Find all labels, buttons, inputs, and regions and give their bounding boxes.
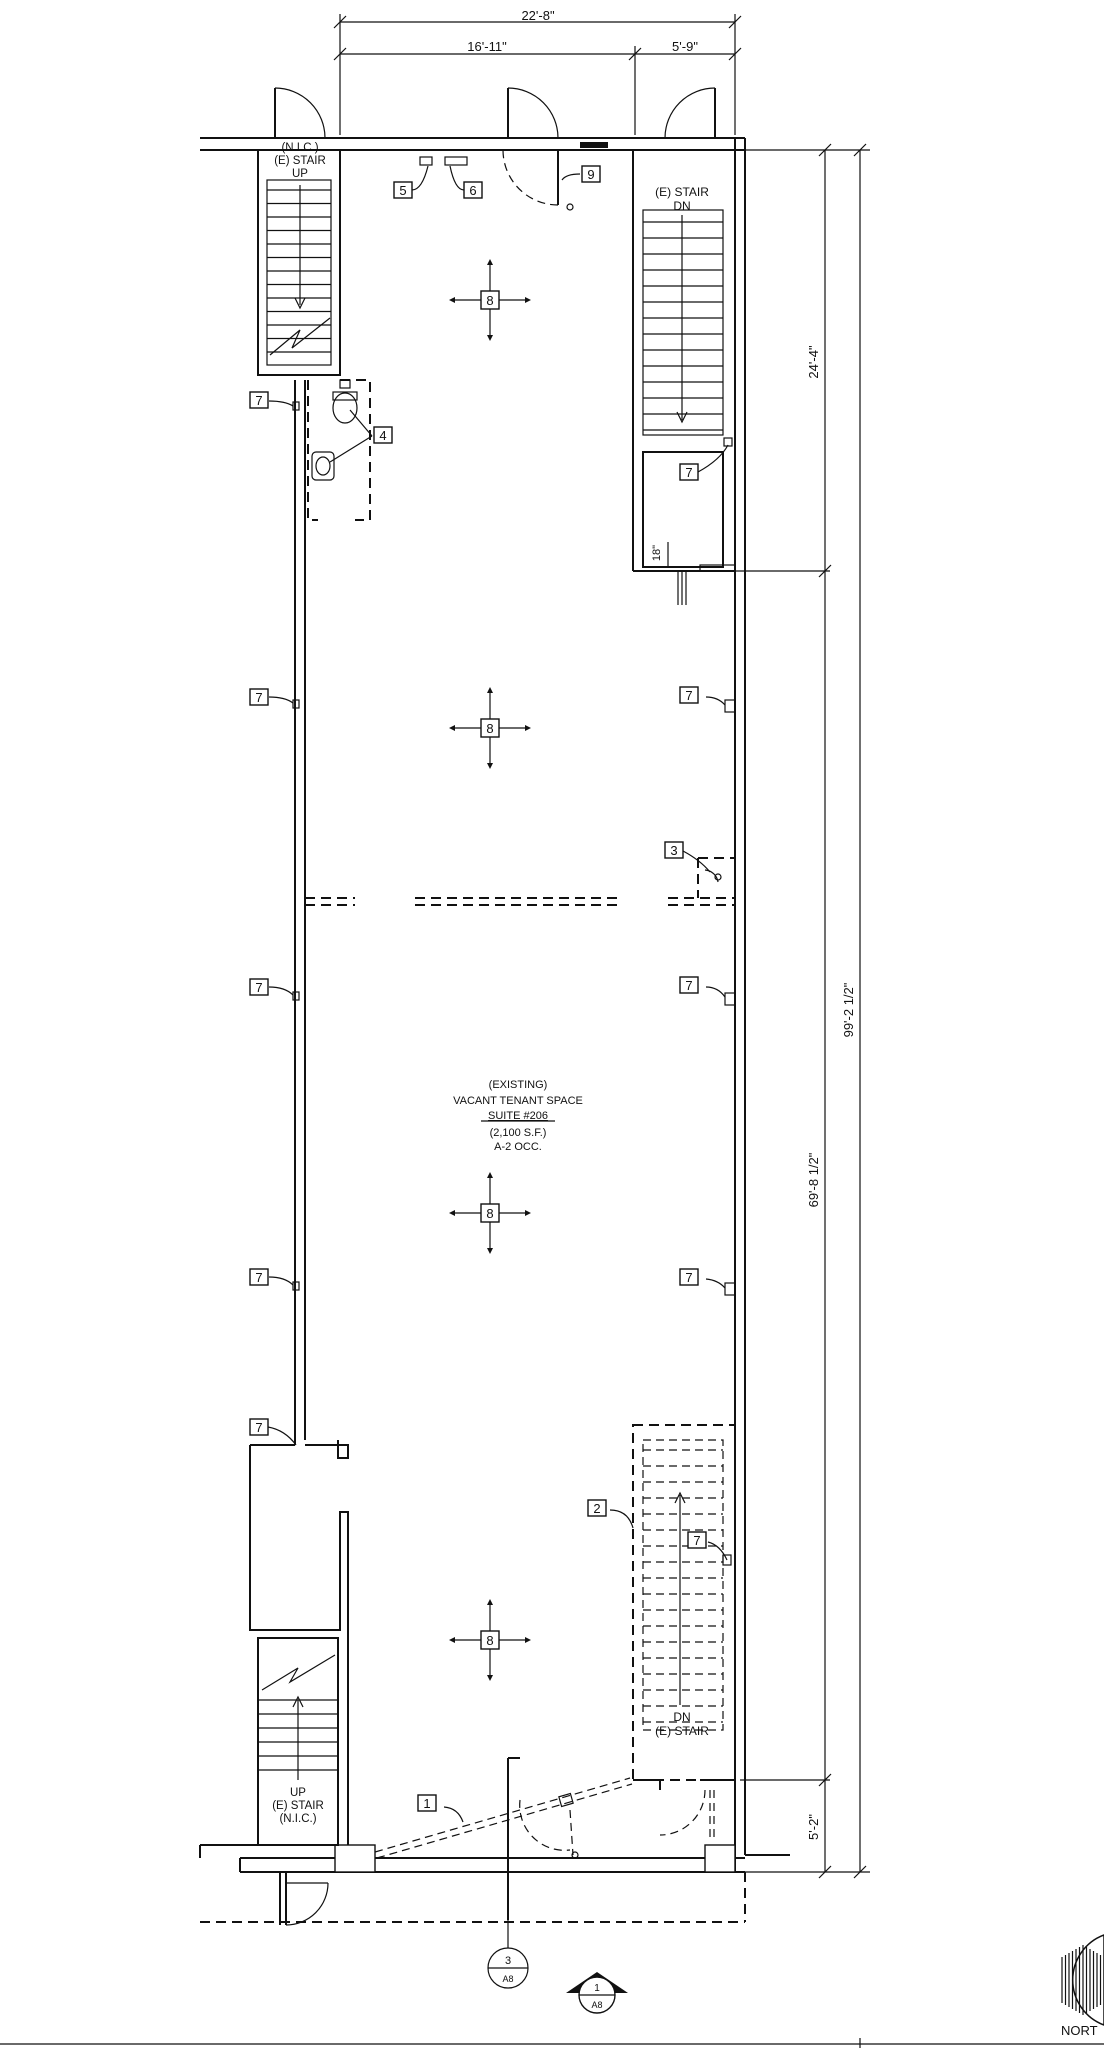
space-label-occupancy: A-2 OCC. — [494, 1141, 542, 1153]
space-label-area: (2,100 S.F.) — [490, 1127, 547, 1139]
dim-right-width: 5'-9" — [672, 39, 698, 54]
ceiling-fixture: 8 — [449, 259, 531, 341]
space-label-suite: SUITE #206 — [488, 1110, 548, 1122]
stair-top-left: (N.I.C.) (E) STAIR UP — [257, 142, 341, 376]
elevation-marker: 1 A8 — [566, 1972, 628, 2014]
svg-text:7: 7 — [255, 1420, 262, 1435]
ceiling-fixture: 8 — [449, 1172, 531, 1254]
svg-text:7: 7 — [693, 1533, 700, 1548]
keynote-tag-7: 7 — [679, 686, 699, 704]
entry-door — [374, 1757, 633, 1920]
keynote-tag-5: 5 — [393, 181, 413, 199]
svg-text:4: 4 — [379, 428, 386, 443]
keynote-tag-8: 8 — [486, 721, 493, 736]
restroom-fixtures — [307, 379, 371, 521]
stair-tl-line3: UP — [292, 168, 308, 180]
keynote-tag-7: 7 — [679, 1268, 699, 1286]
svg-text:7: 7 — [255, 1270, 262, 1285]
stair-bottom-left: UP (E) STAIR (N.I.C.) — [249, 1440, 349, 1926]
svg-text:7: 7 — [685, 465, 692, 480]
keynote-tag-8: 8 — [486, 1633, 493, 1648]
svg-text:7: 7 — [685, 978, 692, 993]
svg-text:1: 1 — [423, 1796, 430, 1811]
north-arrow-icon: NORT — [1061, 1934, 1104, 2038]
space-label: (EXISTING) VACANT TENANT SPACE SUITE #20… — [453, 1079, 583, 1153]
top-doors — [274, 87, 716, 211]
ceiling-fixture: 8 — [449, 687, 531, 769]
dim-lower-depth: 5'-2" — [806, 1814, 821, 1840]
space-label-existing: (EXISTING) — [489, 1079, 548, 1091]
svg-text:7: 7 — [255, 690, 262, 705]
dim-main-depth: 69'-8 1/2" — [806, 1152, 821, 1207]
keynote-tag-4: 4 — [373, 426, 393, 444]
right-dimensions: 24'-4" 69'-8 1/2" 99'-2 1/2" 5'-2" — [700, 143, 870, 1879]
keynote-tag-7: 7 — [249, 1268, 269, 1286]
stair-bl-line1: UP — [290, 1787, 306, 1799]
top-dimensions: 22'-8" 16'-11" 5'-9" — [333, 8, 742, 135]
keynote-tag-7: 7 — [679, 976, 699, 994]
elevation-marker-sheet: A8 — [591, 2000, 602, 2010]
keynote-tag-7: 7 — [249, 391, 269, 409]
space-label-title: VACANT TENANT SPACE — [453, 1095, 583, 1107]
keynote-tag-1: 1 — [417, 1794, 437, 1812]
stair-br-line1: DN — [673, 1710, 690, 1724]
stair-tl-line2: (E) STAIR — [274, 155, 326, 167]
ceiling-fixtures: 8 8 8 8 — [449, 259, 531, 1681]
keynote-tag-8: 8 — [486, 1206, 493, 1221]
svg-text:7: 7 — [685, 688, 692, 703]
north-label: NORT — [1061, 2023, 1098, 2038]
keynote-tag-2: 2 — [587, 1499, 607, 1517]
stair-bl-line3: (N.I.C.) — [279, 1813, 316, 1825]
keynote-tag-3: 3 — [664, 841, 684, 859]
stair-br-line2: (E) STAIR — [655, 1724, 709, 1738]
stair-tl-line1: (N.I.C.) — [281, 142, 318, 154]
svg-text:2: 2 — [593, 1501, 600, 1516]
keynote-tag-7: 7 — [679, 463, 699, 481]
svg-text:7: 7 — [255, 393, 262, 408]
section-marker-sheet: A8 — [502, 1974, 513, 1984]
svg-text:7: 7 — [685, 1270, 692, 1285]
ceiling-fixture: 8 — [449, 1599, 531, 1681]
dim-upper-depth: 24'-4" — [806, 345, 821, 379]
keynote-tag-8: 8 — [486, 293, 493, 308]
keynote-tag-7: 7 — [249, 688, 269, 706]
section-marker-num: 3 — [505, 1955, 511, 1967]
svg-text:7: 7 — [255, 980, 262, 995]
svg-text:5: 5 — [399, 183, 406, 198]
keynote-tag-7: 7 — [249, 978, 269, 996]
dim-overall-width: 22'-8" — [521, 8, 555, 23]
dim-total-depth: 99'-2 1/2" — [841, 982, 856, 1037]
closet-note: 18" — [651, 545, 663, 561]
elevation-marker-num: 1 — [594, 1983, 600, 1994]
keynote-leaders — [267, 165, 729, 1823]
svg-text:3: 3 — [670, 843, 677, 858]
keynote-tag-7: 7 — [687, 1531, 707, 1549]
keynote-tag-9: 9 — [581, 165, 601, 183]
keynote-tag-6: 6 — [463, 181, 483, 199]
stair-tr-line2: DN — [673, 199, 690, 213]
section-marker: 3 A8 — [487, 1920, 529, 1989]
keynote-tag-7: 7 — [249, 1418, 269, 1436]
building-walls — [199, 137, 790, 1925]
svg-text:9: 9 — [587, 167, 594, 182]
interior-partitions — [304, 380, 735, 906]
stair-bottom-right: DN (E) STAIR — [632, 1424, 736, 1840]
svg-text:6: 6 — [469, 183, 476, 198]
stair-tr-line1: (E) STAIR — [655, 185, 709, 199]
wall-fixtures — [292, 156, 736, 1566]
stair-top-right: (E) STAIR DN 18" — [632, 150, 736, 605]
stair-bl-line2: (E) STAIR — [272, 1800, 324, 1812]
dim-left-width: 16'-11" — [467, 39, 507, 54]
